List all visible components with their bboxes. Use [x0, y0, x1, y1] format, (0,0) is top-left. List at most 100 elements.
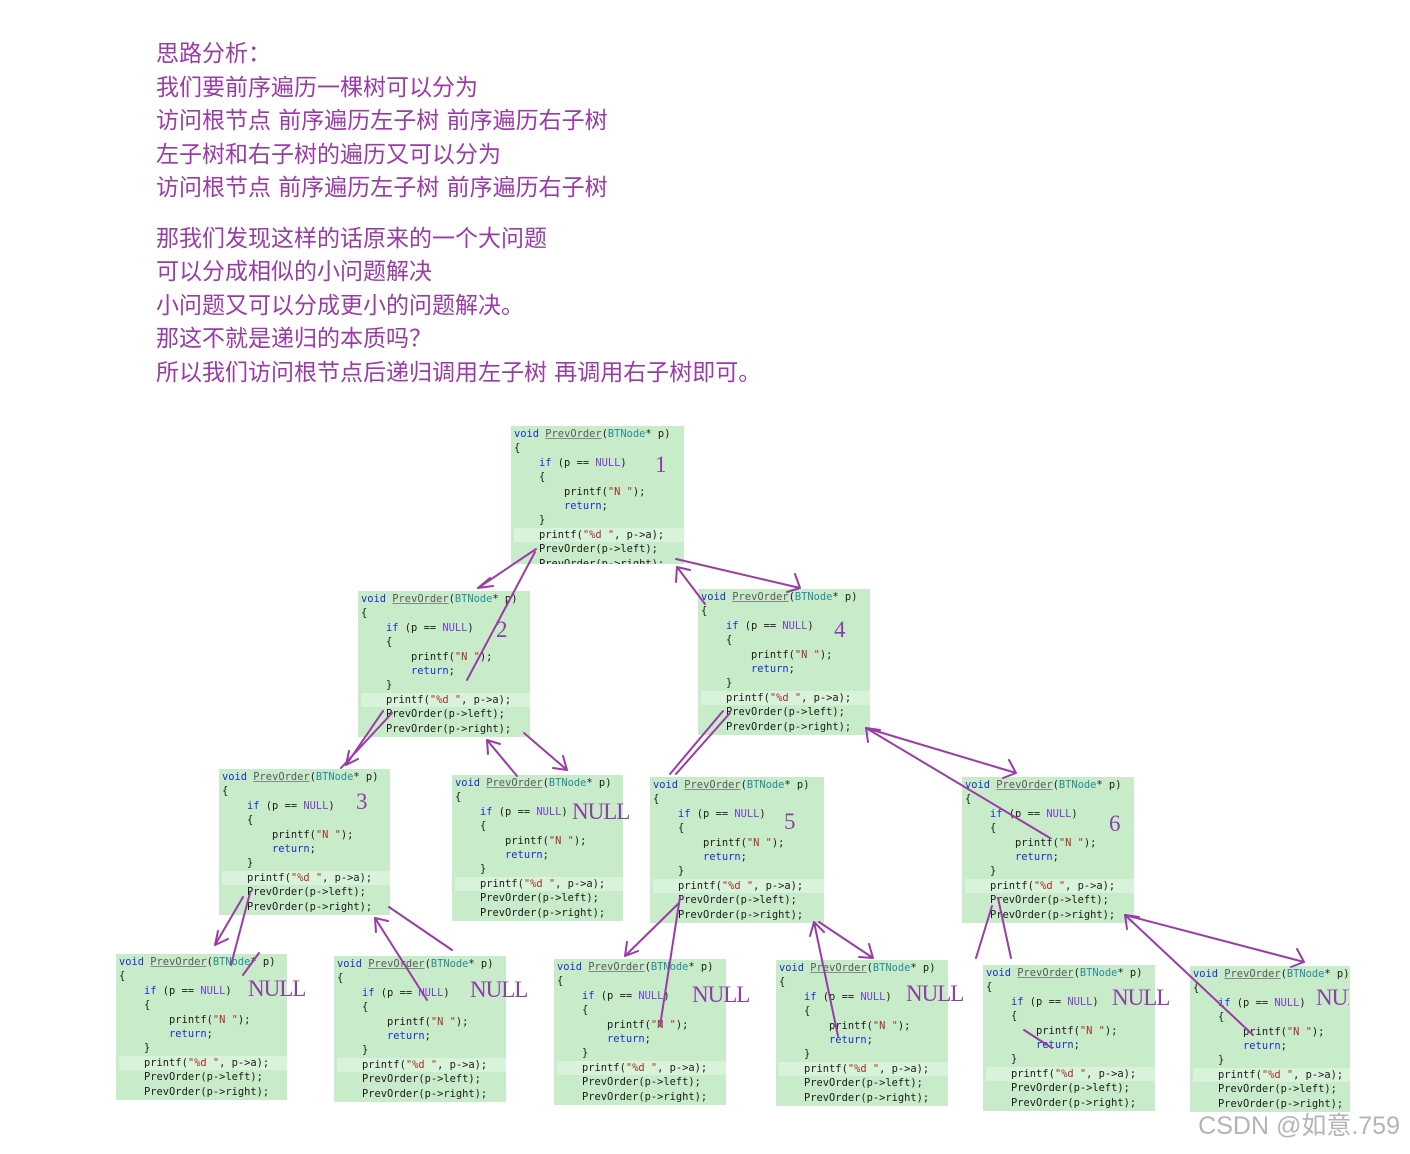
call-left-line: PrevOrder(p->left);	[1011, 1082, 1130, 1095]
call-right-line: PrevOrder(p->right);	[804, 1091, 930, 1104]
call-left-line: PrevOrder(p->left);	[1218, 1083, 1337, 1096]
arrow-node5-left-return	[659, 896, 681, 1027]
return-line: return;	[1243, 1039, 1287, 1052]
if-line: if (p == NULL)	[386, 621, 474, 634]
arrow-node5-right-return	[809, 921, 839, 1037]
code-box-root: void PrevOrder(BTNode* p) { if (p == NUL…	[511, 426, 684, 564]
printf-null-line: printf("N ");	[387, 1015, 469, 1028]
brace-line: }	[1011, 1053, 1018, 1066]
brace-line: {	[557, 975, 564, 988]
null-label: NULL	[470, 977, 528, 1002]
call-left-line: PrevOrder(p->left);	[362, 1073, 481, 1086]
brace-line: {	[701, 605, 708, 618]
signature-line: void PrevOrder(BTNode* p)	[965, 779, 1122, 791]
arrow-call-right	[675, 558, 801, 593]
null-label: NULL	[1316, 985, 1349, 1010]
call-right-line: PrevOrder(p->right);	[247, 900, 373, 913]
arrow-return-right	[675, 566, 706, 605]
step-label-1: 1	[655, 452, 666, 477]
brace-line: {	[386, 636, 393, 649]
printf-null-line: printf("N ");	[505, 834, 587, 847]
arrow-node2-right	[523, 732, 568, 771]
signature-line: void PrevOrder(BTNode* p)	[701, 591, 858, 603]
brace-line: {	[678, 822, 685, 835]
call-right-line: PrevOrder(p->right);	[539, 557, 665, 564]
brace-line: }	[1218, 1054, 1225, 1067]
brace-line: }	[990, 865, 997, 878]
signature-line: void PrevOrder(BTNode* p)	[514, 428, 671, 440]
intro-line: 思路分析：	[156, 41, 271, 67]
brace-line: }	[247, 857, 254, 870]
signature-line: void PrevOrder(BTNode* p)	[455, 777, 612, 789]
if-line: if (p == NULL)	[582, 989, 670, 1002]
brace-line: {	[144, 999, 151, 1012]
return-line: return;	[607, 1032, 651, 1045]
intro-line: 那我们发现这样的话原来的一个大问题	[156, 225, 547, 252]
printf-null-line: printf("N ");	[829, 1019, 911, 1032]
return-line: return;	[1015, 850, 1059, 863]
code-box-leaf-5: void PrevOrder(BTNode* p) { if (p == NUL…	[983, 965, 1155, 1111]
brace-line: {	[582, 1004, 589, 1017]
printf-value-line: printf("%d ", p->a);	[965, 878, 1134, 894]
call-right-line: PrevOrder(p->right);	[582, 1090, 708, 1103]
printf-value-line: printf("%d ", p->a);	[361, 692, 530, 708]
return-line: return;	[1036, 1038, 1080, 1051]
null-label: NULL	[1112, 985, 1170, 1010]
arrow-node6-left-return	[997, 897, 1012, 959]
if-line: if (p == NULL)	[1011, 995, 1099, 1008]
watermark: CSDN @如意.759	[1198, 1112, 1400, 1140]
signature-line: void PrevOrder(BTNode* p)	[1193, 968, 1350, 980]
arrow-node4-right	[865, 727, 1017, 779]
brace-line: }	[362, 1044, 369, 1057]
call-right-line: PrevOrder(p->right);	[480, 906, 606, 919]
printf-value-line: printf("%d ", p->a);	[514, 527, 684, 543]
arrow-node5-right	[818, 921, 874, 959]
brace-line: }	[678, 865, 685, 878]
code-box-level2-right: void PrevOrder(BTNode* p) { if (p == NUL…	[698, 589, 870, 735]
if-line: if (p == NULL)	[678, 807, 766, 820]
call-right-line: PrevOrder(p->right);	[990, 908, 1116, 921]
call-left-line: PrevOrder(p->left);	[144, 1071, 263, 1084]
arrow-leaf5-tick	[1023, 1029, 1053, 1049]
intro-line: 左子树和右子树的遍历又可以分为	[156, 141, 501, 168]
call-right-line: PrevOrder(p->right);	[1218, 1097, 1344, 1110]
code-box-leaf-1: void PrevOrder(BTNode* p) { if (p == NUL…	[116, 954, 287, 1100]
step-label-6: 6	[1109, 811, 1120, 836]
signature-line: void PrevOrder(BTNode* p)	[653, 779, 810, 791]
if-line: if (p == NULL)	[726, 619, 814, 632]
intro-line: 所以我们访问根节点后递归调用左子树 再调用右子树即可。	[156, 359, 762, 386]
if-line: if (p == NULL)	[990, 807, 1078, 820]
brace-line: {	[539, 471, 546, 484]
return-line: return;	[564, 499, 608, 512]
signature-line: void PrevOrder(BTNode* p)	[337, 958, 494, 970]
if-line: if (p == NULL)	[144, 984, 232, 997]
printf-null-line: printf("N ");	[272, 828, 354, 841]
intro-line: 访问根节点 前序遍历左子树 前序遍历右子树	[156, 175, 608, 201]
return-line: return;	[411, 664, 455, 677]
intro-line: 小问题又可以分成更小的问题解决。	[156, 292, 524, 319]
printf-null-line: printf("N ");	[1243, 1025, 1325, 1038]
if-line: if (p == NULL)	[247, 799, 335, 812]
code-box-level3-b: void PrevOrder(BTNode* p) { if (p == NUL…	[452, 775, 623, 921]
brace-line: {	[362, 1001, 369, 1014]
brace-line: {	[1193, 982, 1200, 995]
step-label-3: 3	[356, 789, 367, 814]
if-line: if (p == NULL)	[539, 456, 627, 469]
return-line: return;	[829, 1033, 873, 1046]
printf-value-line: printf("%d ", p->a);	[1193, 1067, 1350, 1083]
call-left-line: PrevOrder(p->left);	[480, 892, 599, 905]
code-box-leaf-2: void PrevOrder(BTNode* p) { if (p == NUL…	[334, 956, 506, 1102]
brace-line: {	[986, 981, 993, 994]
step-label-2: 2	[496, 617, 507, 642]
null-label: NULL	[906, 981, 964, 1006]
printf-value-line: printf("%d ", p->a);	[779, 1061, 948, 1077]
intro-line: 访问根节点 前序遍历左子树 前序遍历右子树	[156, 108, 608, 134]
printf-value-line: printf("%d ", p->a);	[222, 870, 390, 886]
code-box-level3-d: void PrevOrder(BTNode* p) { if (p == NUL…	[962, 777, 1134, 923]
step-label-4: 4	[834, 617, 845, 642]
brace-line: {	[653, 793, 660, 806]
call-right-line: PrevOrder(p->right);	[1011, 1096, 1137, 1109]
printf-value-line: printf("%d ", p->a);	[119, 1055, 287, 1071]
code-box-level3-a: void PrevOrder(BTNode* p) { if (p == NUL…	[219, 769, 390, 915]
